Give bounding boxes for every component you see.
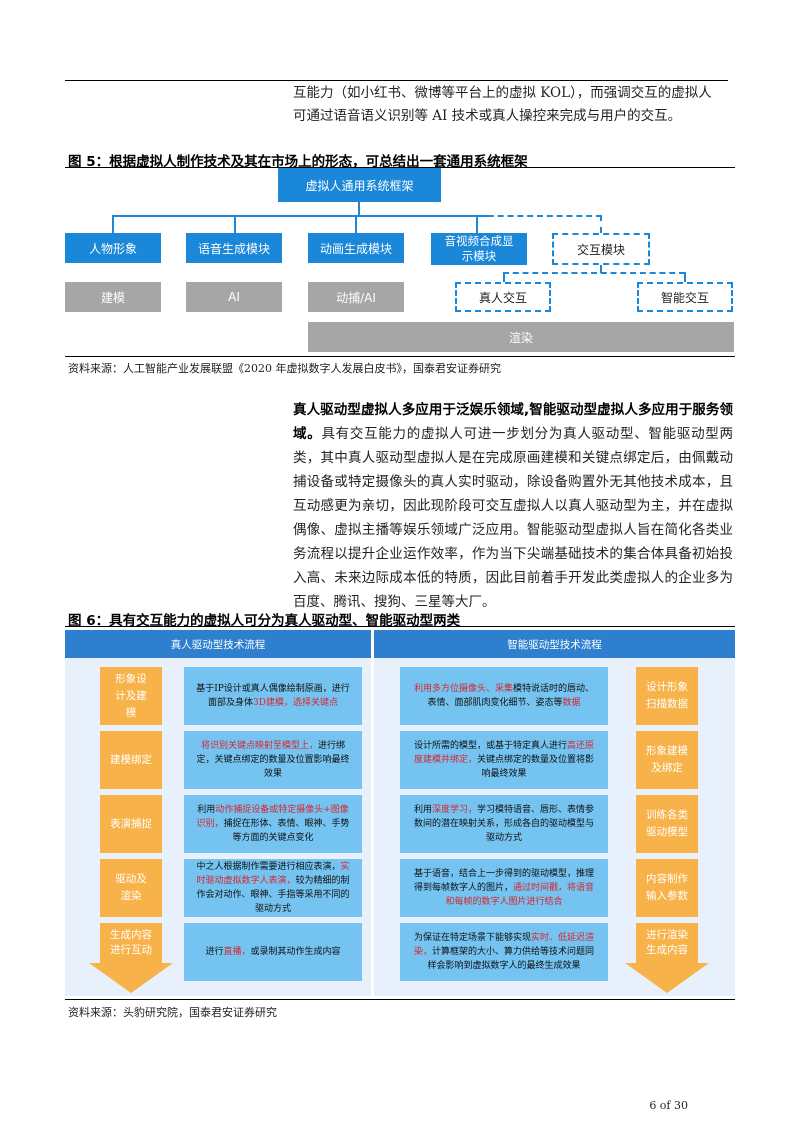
- connector: [476, 215, 478, 233]
- figure-5-title: 图 5：根据虚拟人制作技术及其在市场上的形态，可总结出一套通用系统框架: [68, 154, 528, 170]
- dashed-connector: [503, 272, 505, 282]
- body-text: 具有交互能力的虚拟人可进一步划分为真人驱动型、智能驱动型两类，其中真人驱动型虚拟…: [293, 426, 734, 610]
- connector: [358, 202, 360, 216]
- right-step-5: 进行渲染生成内容: [636, 923, 698, 963]
- dashed-connector: [600, 215, 602, 233]
- right-step-3: 训练各类驱动模型: [636, 795, 698, 853]
- dashed-connector: [684, 272, 686, 282]
- render-bar: 渲染: [308, 322, 734, 352]
- module-animation: 动画生成模块: [308, 233, 404, 263]
- intro-paragraph: 互能力（如小红书、微博等平台上的虚拟 KOL），而强调交互的虚拟人 可通过语音语…: [293, 82, 733, 128]
- left-step-3: 表演捕捉: [100, 795, 162, 853]
- figure-6-source: 资料来源：头豹研究院，国泰君安证券研究: [68, 1006, 277, 1019]
- connector: [112, 215, 114, 233]
- tech-ai: AI: [186, 282, 282, 312]
- right-cell-1: 利用多方位摄像头、采集模特说话时的唇动、表情、面部肌肉变化细节、姿态等数据: [400, 667, 608, 725]
- connector: [112, 215, 492, 217]
- module-av-synthesis: 音视频合成显示模块: [431, 233, 527, 265]
- left-step-2: 建模绑定: [100, 731, 162, 789]
- left-step-1: 形象设计及建模: [100, 667, 162, 725]
- module-interaction: 交互模块: [552, 233, 650, 265]
- root-node: 虚拟人通用系统框架: [278, 168, 441, 202]
- connector: [234, 215, 236, 233]
- right-cell-3: 利用深度学习，学习模特语音、唇形、表情参数间的潜在映射关系，形成各自的驱动模型与…: [400, 795, 608, 853]
- intro-line-2: 可通过语音语义识别等 AI 技术或真人操控来完成与用户的交互。: [293, 108, 682, 124]
- left-cell-5: 进行直播，或录制其动作生成内容: [184, 923, 362, 981]
- right-step-2: 形象建模及绑定: [636, 731, 698, 789]
- right-cell-4: 基于语音，结合上一步得到的驱动模型，推理得到每帧数字人的图片，通过时间戳，将语音…: [400, 859, 608, 917]
- body-paragraph: 真人驱动型虚拟人多应用于泛娱乐领域,智能驱动型虚拟人多应用于服务领域。具有交互能…: [293, 398, 733, 614]
- right-step-4: 内容制作输入参数: [636, 859, 698, 917]
- left-step-5: 生成内容进行互动: [100, 923, 162, 963]
- module-character: 人物形象: [65, 233, 161, 263]
- tech-modeling: 建模: [65, 282, 161, 312]
- left-cell-4: 中之人根据制作需要进行相应表演，实时驱动虚拟数字人表演，较为精细的制作会对动作、…: [184, 859, 362, 917]
- tech-mocap-ai: 动捕/AI: [308, 282, 404, 312]
- right-cell-2: 设计所需的模型，或基于特定真人进行高还原度建模并绑定，关键点绑定的数量及位置将影…: [400, 731, 608, 789]
- smart-interaction: 智能交互: [637, 282, 733, 312]
- figure-5-source: 资料来源：人工智能产业发展联盟《2020 年虚拟数字人发展白皮书》，国泰君安证券…: [68, 362, 501, 375]
- left-cell-1: 基于IP设计或真人偶像绘制原画，进行面部及身体3D建模，选择关键点: [184, 667, 362, 725]
- left-cell-3: 利用动作捕捉设备或特定摄像头+图像识别，捕捉在形体、表情、眼神、手势等方面的关键…: [184, 795, 362, 853]
- left-cell-2: 将识别关键点映射至模型上，进行绑定，关键点绑定的数量及位置影响最终效果: [184, 731, 362, 789]
- right-cell-5: 为保证在特定场景下能够实现实时、低延迟渲染，计算框架的大小、算力供给等技术问题同…: [400, 923, 608, 981]
- dashed-connector: [503, 272, 685, 274]
- dashed-connector: [600, 265, 602, 273]
- real-person-interaction: 真人交互: [455, 282, 551, 312]
- right-step-1: 设计形象扫描数据: [636, 667, 698, 725]
- header-rule: [65, 80, 728, 81]
- intro-line-1: 互能力（如小红书、微博等平台上的虚拟 KOL），而强调交互的虚拟人: [293, 85, 712, 101]
- body-bold-lead: 真人驱动型虚拟人多应用于泛娱乐领域,智能驱动型虚拟人多应用于服务领域。: [293, 402, 733, 442]
- figure-6-bottom-rule: [65, 999, 735, 1000]
- left-step-4: 驱动及渲染: [100, 859, 162, 917]
- figure-5-bottom-rule: [65, 356, 735, 357]
- right-arrow-head: [625, 963, 709, 993]
- figure-5-top-rule: [65, 167, 735, 168]
- figure-6-title: 图 6：具有交互能力的虚拟人可分为真人驱动型、智能驱动型两类: [68, 613, 461, 629]
- left-arrow-head: [89, 963, 173, 993]
- left-process-header: 真人驱动型技术流程: [65, 630, 371, 658]
- page-number: 6 of 30: [649, 1099, 688, 1112]
- right-process-header: 智能驱动型技术流程: [374, 630, 735, 658]
- dashed-connector: [478, 215, 602, 217]
- connector: [355, 215, 357, 233]
- figure-6-top-rule: [65, 626, 735, 627]
- module-voice: 语音生成模块: [186, 233, 282, 263]
